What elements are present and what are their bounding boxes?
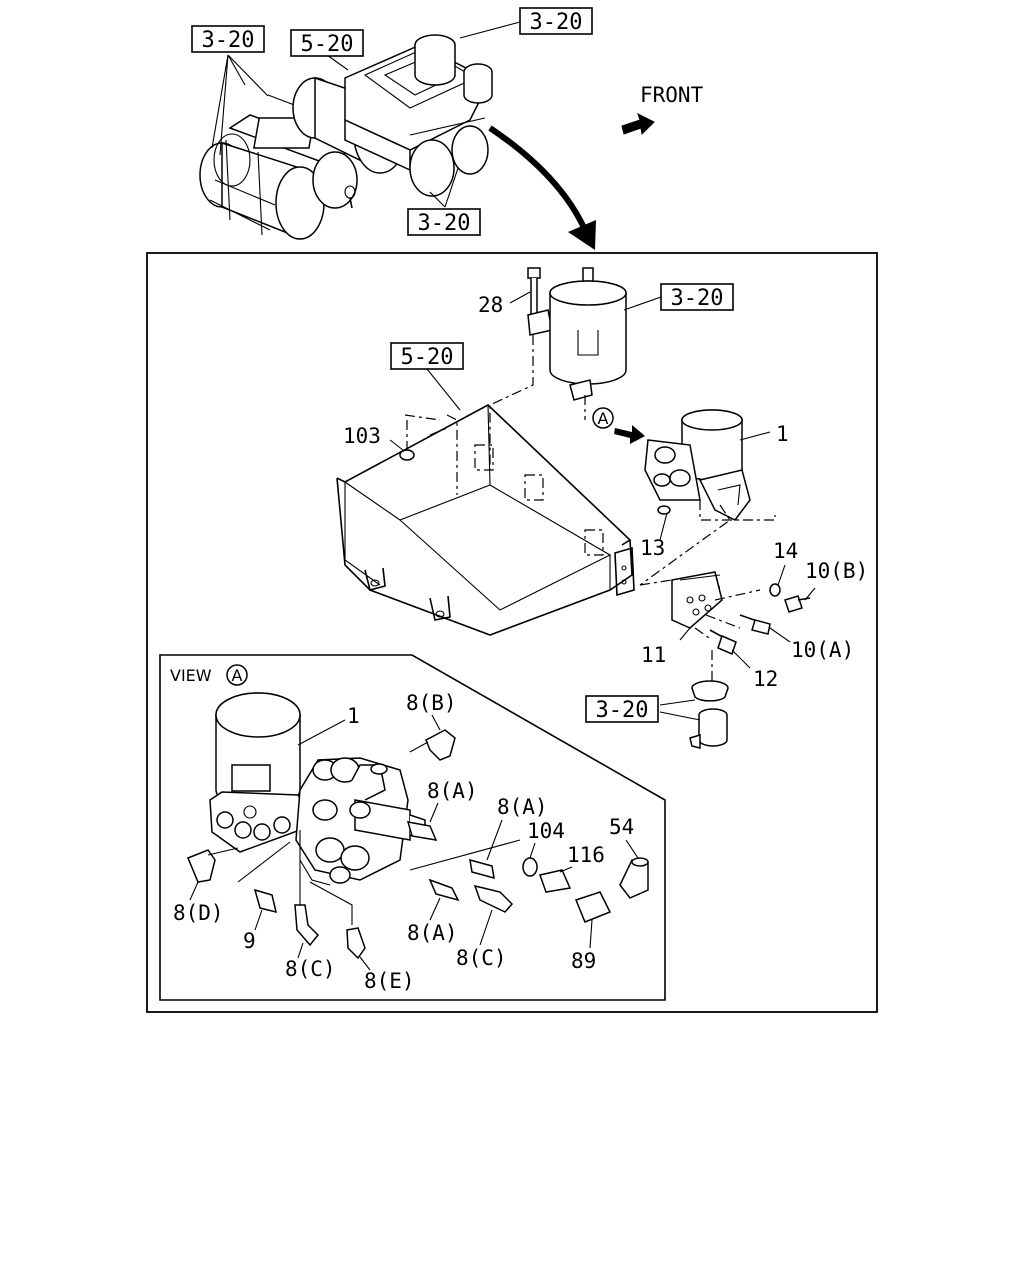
view-callout-8c-1: 8(C) [285, 957, 336, 981]
view-callout-54: 54 [609, 815, 634, 839]
view-callout-89: 89 [571, 949, 596, 973]
view-callout-8a-1: 8(A) [427, 779, 478, 803]
main-frame [146, 252, 878, 1013]
view-callout-8e: 8(E) [364, 969, 415, 993]
view-callout-9: 9 [243, 929, 256, 953]
callout-103: 103 [343, 424, 381, 448]
svg-text:VIEW: VIEW [170, 666, 212, 685]
view-callouts: 1 8(B) 8(A) 8(A) 104 116 54 8(D) 9 8(C) … [173, 691, 639, 993]
chassis-overview [199, 21, 521, 240]
ref-box-5: 3-20 [623, 283, 734, 311]
view-callout-104: 104 [527, 819, 565, 843]
ref-box-1: 3-20 [191, 25, 265, 53]
callout-11: 11 [641, 643, 666, 667]
ref-box-7: 3-20 [585, 695, 659, 723]
callout-28: 28 [478, 293, 503, 317]
ref-box-6: 5-20 [390, 342, 464, 411]
callout-10a: 10(A) [791, 638, 854, 662]
svg-text:A: A [598, 409, 609, 428]
main-assembly: A [336, 267, 816, 749]
svg-text:5-20: 5-20 [401, 345, 454, 370]
callout-14: 14 [773, 539, 798, 563]
view-callout-116: 116 [567, 843, 605, 867]
main-callouts: 28 103 1 13 14 10(B) 10(A) 11 12 [343, 291, 868, 691]
svg-text:3-20: 3-20 [530, 10, 583, 35]
ref-box-2: 5-20 [290, 29, 364, 57]
ref-box-4: 3-20 [407, 208, 481, 236]
view-callout-8c-2: 8(C) [456, 946, 507, 970]
callout-1: 1 [776, 422, 789, 446]
svg-text:FRONT: FRONT [640, 83, 704, 107]
svg-text:3-20: 3-20 [418, 211, 471, 236]
zoom-arrow [488, 125, 596, 250]
ref-box-3: 3-20 [519, 7, 593, 35]
callout-13: 13 [640, 536, 665, 560]
svg-text:5-20: 5-20 [301, 32, 354, 57]
svg-text:3-20: 3-20 [202, 28, 255, 53]
view-callout-1: 1 [347, 704, 360, 728]
view-callout-8d: 8(D) [173, 901, 224, 925]
callout-12: 12 [753, 667, 778, 691]
view-callout-8b: 8(B) [406, 691, 457, 715]
front-indicator: FRONT [621, 83, 704, 136]
view-callout-8a-3: 8(A) [407, 921, 458, 945]
svg-text:3-20: 3-20 [671, 286, 724, 311]
view-a-inset: VIEW A [159, 654, 666, 1001]
callout-10b: 10(B) [805, 559, 868, 583]
svg-text:3-20: 3-20 [596, 698, 649, 723]
svg-text:A: A [232, 666, 243, 685]
view-callout-8a-2: 8(A) [497, 795, 548, 819]
